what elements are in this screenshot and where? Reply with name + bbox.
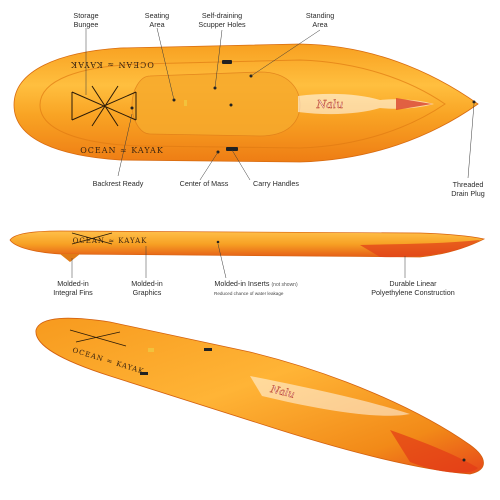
callout-carry-handles: Carry Handles [244, 179, 308, 189]
callout-scupper-holes: Self-draining Scupper Holes [192, 11, 252, 29]
scupper-holes-line2: Scupper Holes [198, 19, 246, 29]
top-model-graphic: Nalu [298, 93, 434, 115]
perspective-hull [35, 317, 484, 475]
carry-handles-text: Carry Handles [253, 179, 299, 188]
drain-plug-line2: Drain Plug [451, 188, 485, 198]
top-model-text: Nalu [316, 98, 344, 111]
callout-storage-bungee: Storage Bungee [62, 11, 110, 29]
seating-area-line1: Seating [144, 11, 170, 20]
integral-fins-line1: Molded-in [57, 279, 89, 288]
side-callout-lines [71, 243, 406, 279]
callout-inserts: Molded-in Inserts (not shown) [196, 279, 316, 290]
construction-line2: Polyethylene Construction [371, 287, 455, 297]
storage-bungee-line1: Storage [73, 11, 99, 20]
inserts-subtext: Reduced chance of water leakage [214, 291, 284, 296]
perspective-view-kayak: OCEAN ≈ KAYAK Nalu [35, 317, 484, 475]
callout-center-of-mass: Center of Mass [172, 179, 236, 189]
side-hull [9, 230, 486, 258]
drain-plug-line1: Threaded [452, 180, 484, 189]
center-of-mass-text: Center of Mass [179, 179, 229, 188]
seating-area-line2: Area [149, 19, 165, 29]
standing-area-line1: Standing [305, 11, 335, 20]
graphics-line1: Molded-in [131, 279, 163, 288]
callout-drain-plug: Threaded Drain Plug [442, 180, 494, 198]
scupper-holes-line1: Self-draining [201, 11, 243, 20]
callout-backrest-ready: Backrest Ready [84, 179, 152, 189]
top-brand-text-2: OCEAN ≈ KAYAK [80, 146, 164, 155]
top-callout-lines [85, 27, 475, 181]
top-brand-text-1: OCEAN ≈ KAYAK [70, 60, 154, 69]
callout-integral-fins: Molded-in Integral Fins [44, 279, 102, 297]
top-view-kayak: OCEAN ≈ KAYAK OCEAN ≈ KAYAK Nalu [13, 43, 479, 163]
side-view-kayak: OCEAN ≈ KAYAK [9, 230, 486, 262]
storage-bungee [71, 85, 137, 127]
construction-line1: Durable Linear [389, 279, 437, 288]
inserts-note: (not shown) [271, 282, 298, 288]
backrest-ready-text: Backrest Ready [92, 179, 144, 188]
integral-fins-line2: Integral Fins [53, 287, 93, 297]
callout-graphics: Molded-in Graphics [120, 279, 174, 297]
callout-construction: Durable Linear Polyethylene Construction [360, 279, 466, 297]
side-brand-text: OCEAN ≈ KAYAK [73, 237, 148, 245]
standing-area-line2: Area [312, 19, 328, 29]
inserts-text: Molded-in Inserts [214, 279, 270, 288]
callout-standing-area: Standing Area [296, 11, 344, 29]
callout-seating-area: Seating Area [133, 11, 181, 29]
graphics-line2: Graphics [132, 287, 162, 297]
storage-bungee-line2: Bungee [73, 19, 99, 29]
